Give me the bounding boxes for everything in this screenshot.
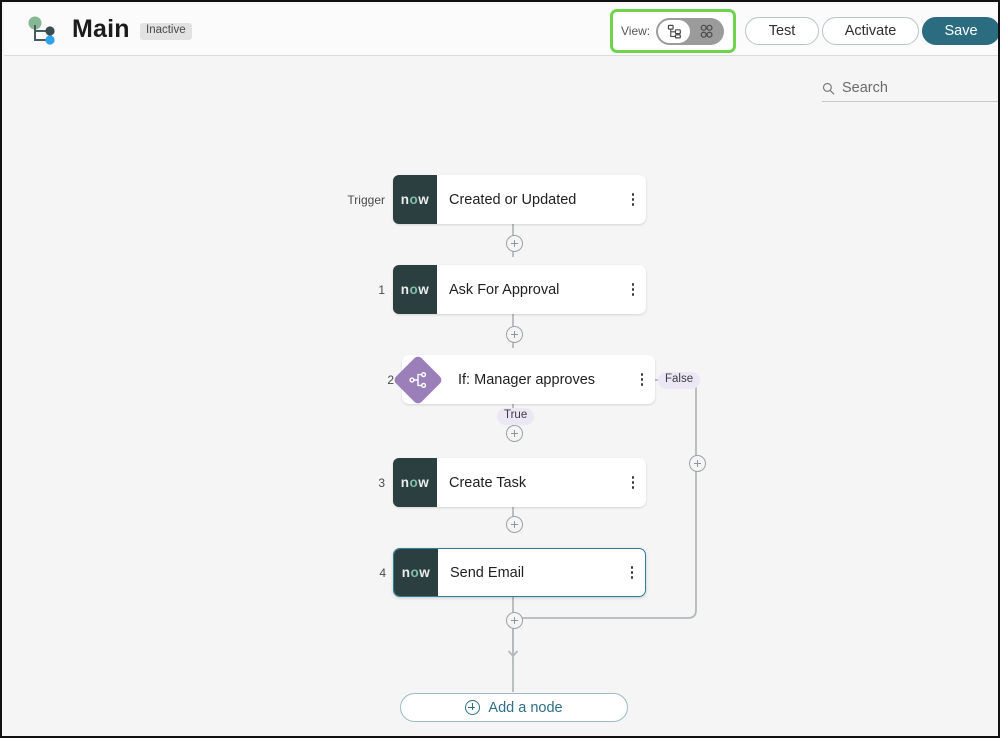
node-title: Create Task xyxy=(449,474,527,491)
search-icon xyxy=(822,82,835,95)
workflow-node-create-task[interactable]: 3 now Create Task xyxy=(378,458,646,507)
add-step-plus-icon[interactable] xyxy=(506,516,523,533)
node-index-label: Trigger xyxy=(347,192,385,207)
node-index-label: 2 xyxy=(387,372,394,387)
node-index-label: 1 xyxy=(378,282,385,297)
add-a-node-button[interactable]: Add a node xyxy=(400,693,628,722)
workflow-node-trigger[interactable]: Trigger now Created or Updated xyxy=(347,175,646,224)
branch-label-true: True xyxy=(497,408,535,425)
test-button[interactable]: Test xyxy=(745,17,819,45)
add-a-node-label: Add a node xyxy=(488,699,563,716)
servicenow-now-icon: now xyxy=(393,458,437,507)
servicenow-now-icon: now xyxy=(393,175,437,224)
activate-button[interactable]: Activate xyxy=(822,17,919,45)
servicenow-now-icon: now xyxy=(394,549,438,596)
workflow-node-ask-for-approval[interactable]: 1 now Ask For Approval xyxy=(378,265,646,314)
kebab-menu-icon[interactable] xyxy=(619,566,645,579)
workflow-logo-icon xyxy=(22,12,62,50)
workflow-node-if-manager-approves[interactable]: 2 If: Manager approves xyxy=(387,354,655,405)
kebab-menu-icon[interactable] xyxy=(620,283,646,296)
save-button[interactable]: Save xyxy=(922,17,998,45)
plus-circle-icon xyxy=(465,700,481,715)
kebab-menu-icon[interactable] xyxy=(620,476,646,489)
page-title: Main xyxy=(72,15,130,43)
kebab-menu-icon[interactable] xyxy=(620,193,646,206)
add-step-plus-icon[interactable] xyxy=(506,235,523,252)
grid-nodes-view-icon[interactable] xyxy=(690,20,722,43)
add-step-plus-icon-false-branch[interactable] xyxy=(689,455,706,472)
node-title: Send Email xyxy=(450,564,525,581)
search-input[interactable]: Search xyxy=(842,80,888,96)
view-toggle-highlight: View: xyxy=(610,9,736,53)
add-step-plus-icon[interactable] xyxy=(506,612,523,629)
node-index-label: 3 xyxy=(378,475,385,490)
kebab-menu-icon[interactable] xyxy=(629,373,655,386)
status-badge: Inactive xyxy=(140,23,192,40)
branch-label-false: False xyxy=(658,372,701,389)
view-toggle-label: View: xyxy=(621,24,651,38)
app-header: Main Inactive View: xyxy=(4,4,998,56)
node-title: Ask For Approval xyxy=(449,281,560,298)
branch-condition-icon xyxy=(392,354,446,405)
servicenow-now-icon: now xyxy=(393,265,437,314)
view-toggle[interactable] xyxy=(656,17,725,45)
add-step-plus-icon[interactable] xyxy=(506,326,523,343)
tree-view-icon[interactable] xyxy=(658,19,691,43)
search-field[interactable]: Search xyxy=(822,80,998,102)
node-index-label: 4 xyxy=(379,565,386,580)
node-title: Created or Updated xyxy=(449,191,577,208)
workflow-node-send-email[interactable]: 4 now Send Email xyxy=(379,548,646,597)
add-step-plus-icon[interactable] xyxy=(506,425,523,442)
node-title: If: Manager approves xyxy=(458,371,596,388)
workflow-canvas[interactable]: Search xyxy=(4,56,998,736)
